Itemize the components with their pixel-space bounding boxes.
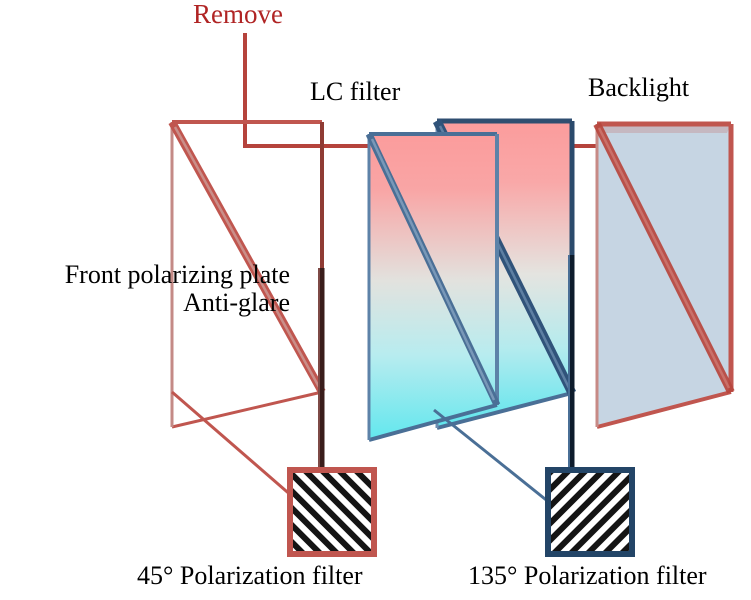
label-remove: Remove [193,0,283,29]
front-plate-line-2: Anti-glare [183,288,290,318]
polarizer-135-box[interactable] [545,467,635,557]
label-backlight: Backlight [588,73,690,102]
backlight-panel [593,121,735,429]
polarizer-45-box[interactable] [287,467,377,557]
connector-frontplate-diagonal-45 [171,390,294,499]
connector-lcfilter-to-135-filter [568,255,575,470]
label-front-polarizing-plate: Front polarizing plate Anti-glare [2,260,290,318]
label-polarizer-45: 45° Polarization filter [137,561,363,590]
lc-filter-front-panel [365,132,501,442]
front-plate-line-1: Front polarizing plate [64,260,290,289]
label-polarizer-135: 135° Polarization filter [468,561,707,590]
connector-lcfilter-diagonal-135 [433,408,551,505]
label-lc-filter: LC filter [310,77,401,106]
connector-frontplate-to-45-filter [318,268,325,470]
